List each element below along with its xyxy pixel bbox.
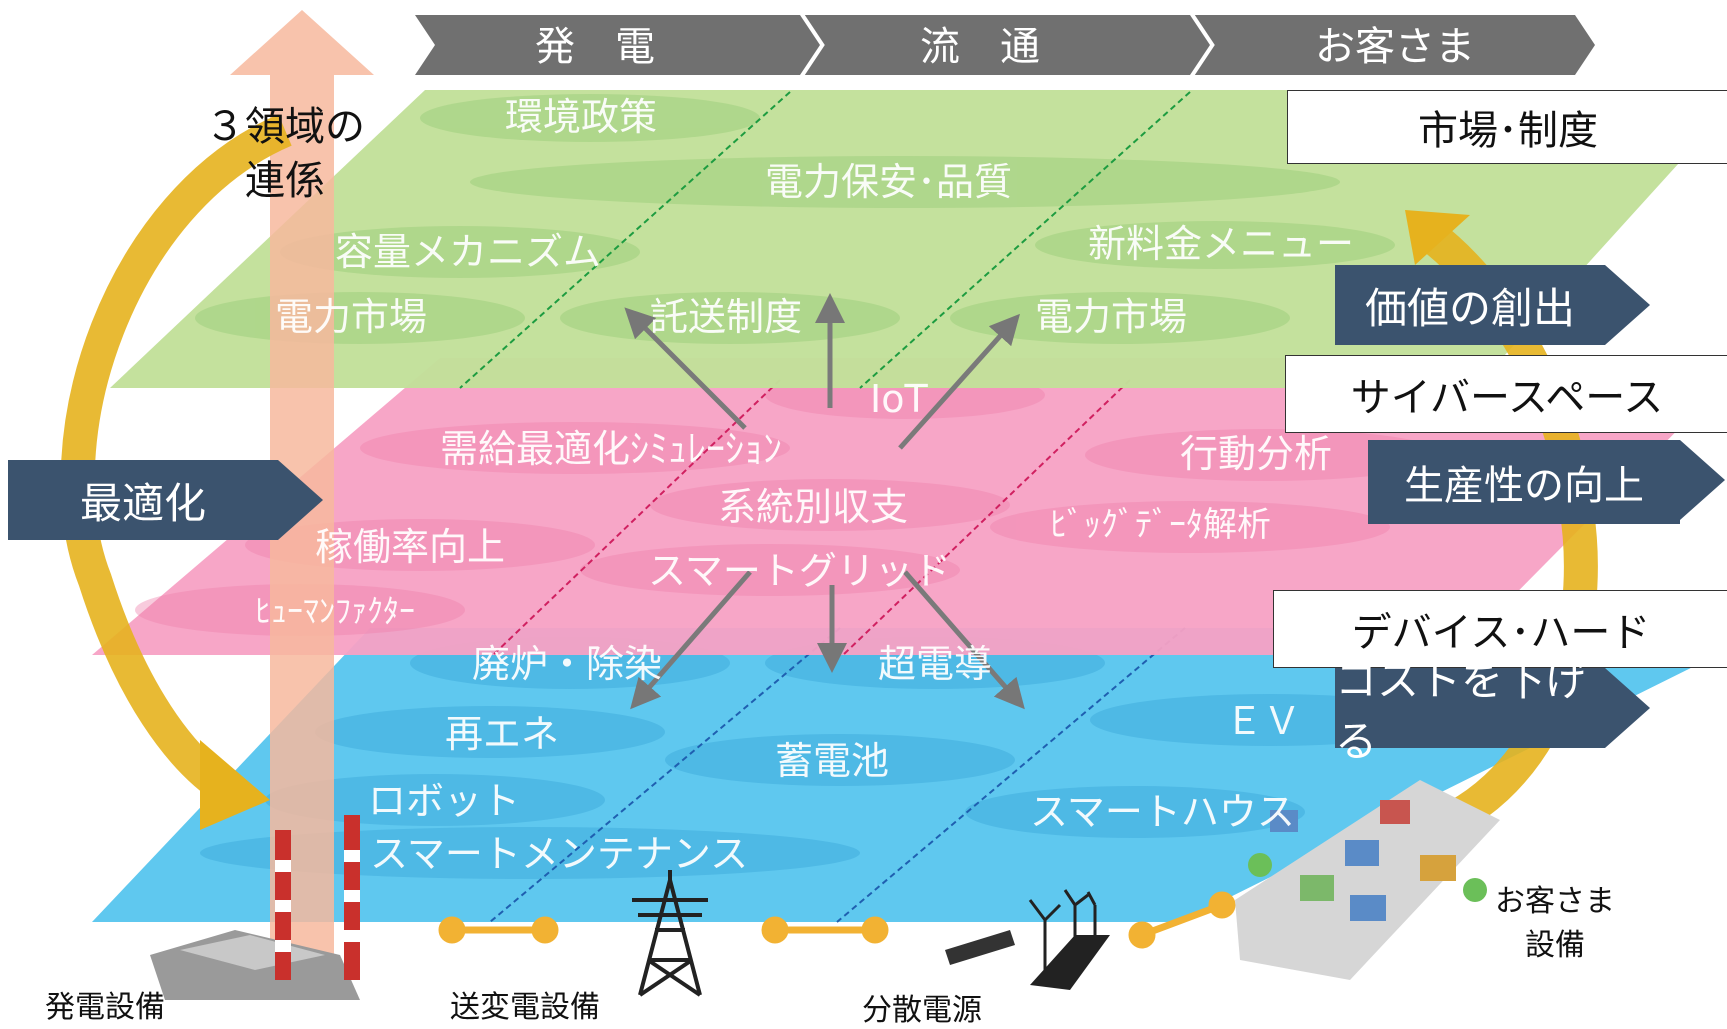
power-plant-illustration [150,815,360,1000]
market-item-2: 容量メカニズム [335,230,602,274]
cyber-value-box: 生産性の向上 [1368,440,1725,524]
transmission-label: 送変電設備 [450,990,600,1025]
distributed-power-illustration [945,889,1110,990]
device-item-1: 超電導 [878,642,993,686]
cyber-item-5: 稼働率向上 [315,525,506,569]
optimize-label: 最適化 [79,478,206,528]
device-value-label: コストを下げる [1335,656,1588,766]
stage-chevron-distribution [803,15,1210,75]
device-item-7: スマートメンテナンス [370,832,749,876]
stage-chevron-customer [1193,15,1595,75]
optimize-label-box: 最適化 [8,460,323,540]
device-item-3: 再エネ [445,712,560,756]
customer-equipment-label: お客さま 設備 [1495,884,1615,963]
cyber-item-1: 需給最適化ｼﾐｭﾚｰｼｮﾝ [440,427,783,471]
device-item-6: スマートハウス [1030,790,1295,834]
market-item-4: 電力市場 [275,295,428,339]
power-plant-label: 発電設備 [45,990,165,1025]
connector-lines [438,891,1236,949]
device-item-2: ＥＶ [1225,699,1302,743]
cyber-item-2: 行動分析 [1180,432,1333,476]
cyber-item-4: ﾋﾞｯｸﾞﾃﾞｰﾀ解析 [1050,505,1271,545]
cyber-item-3: 系統別収支 [718,485,909,529]
market-value-box: 価値の創出 [1335,265,1650,345]
market-item-0: 環境政策 [505,95,658,139]
cyber-item-6: スマートグリッド [648,549,951,593]
market-item-6: 電力市場 [1035,295,1188,339]
linkage-label: ３領域の 連係 [205,104,365,204]
cyber-layer-title: サイバースペース [1285,355,1727,433]
device-value-box: コストを下げる [1335,656,1650,766]
market-item-5: 託送制度 [650,295,803,339]
market-item-3: 新料金メニュー [1088,222,1355,266]
cyber-value-label: 生産性の向上 [1404,463,1644,509]
stage-label-customer: お客さま [1315,24,1475,70]
device-layer-title: デバイス･ハード [1273,590,1727,668]
stage-chevron-generation [415,15,820,75]
device-item-0: 廃炉・除染 [472,642,663,686]
cyber-item-7: ﾋｭｰﾏﾝﾌｧｸﾀｰ [255,592,416,630]
distributed-power-label: 分散電源 [862,993,982,1028]
market-value-label: 価値の創出 [1364,283,1575,333]
device-item-4: 蓄電池 [775,739,890,783]
transmission-tower-illustration [632,870,708,997]
stage-label-distribution: 流 通 [920,24,1040,70]
cyber-item-0: IoT [870,377,928,421]
stage-label-generation: 発 電 [535,24,655,70]
market-item-1: 電力保安･品質 [765,160,1013,204]
customer-houses-illustration [1235,780,1500,980]
market-layer-title: 市場･制度 [1287,90,1727,164]
device-item-5: ロボット [368,779,521,823]
